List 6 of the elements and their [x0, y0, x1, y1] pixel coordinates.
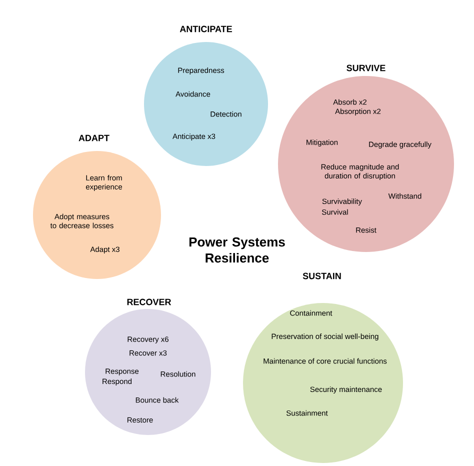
heading: RECOVER — [127, 298, 172, 306]
heading: ANTICIPATE — [180, 26, 232, 32]
heading: SUSTAIN — [302, 272, 341, 280]
heading: SURVIVE — [346, 64, 386, 72]
title: Power Systems Resilience — [189, 237, 285, 263]
heading: ADAPT — [78, 134, 110, 142]
